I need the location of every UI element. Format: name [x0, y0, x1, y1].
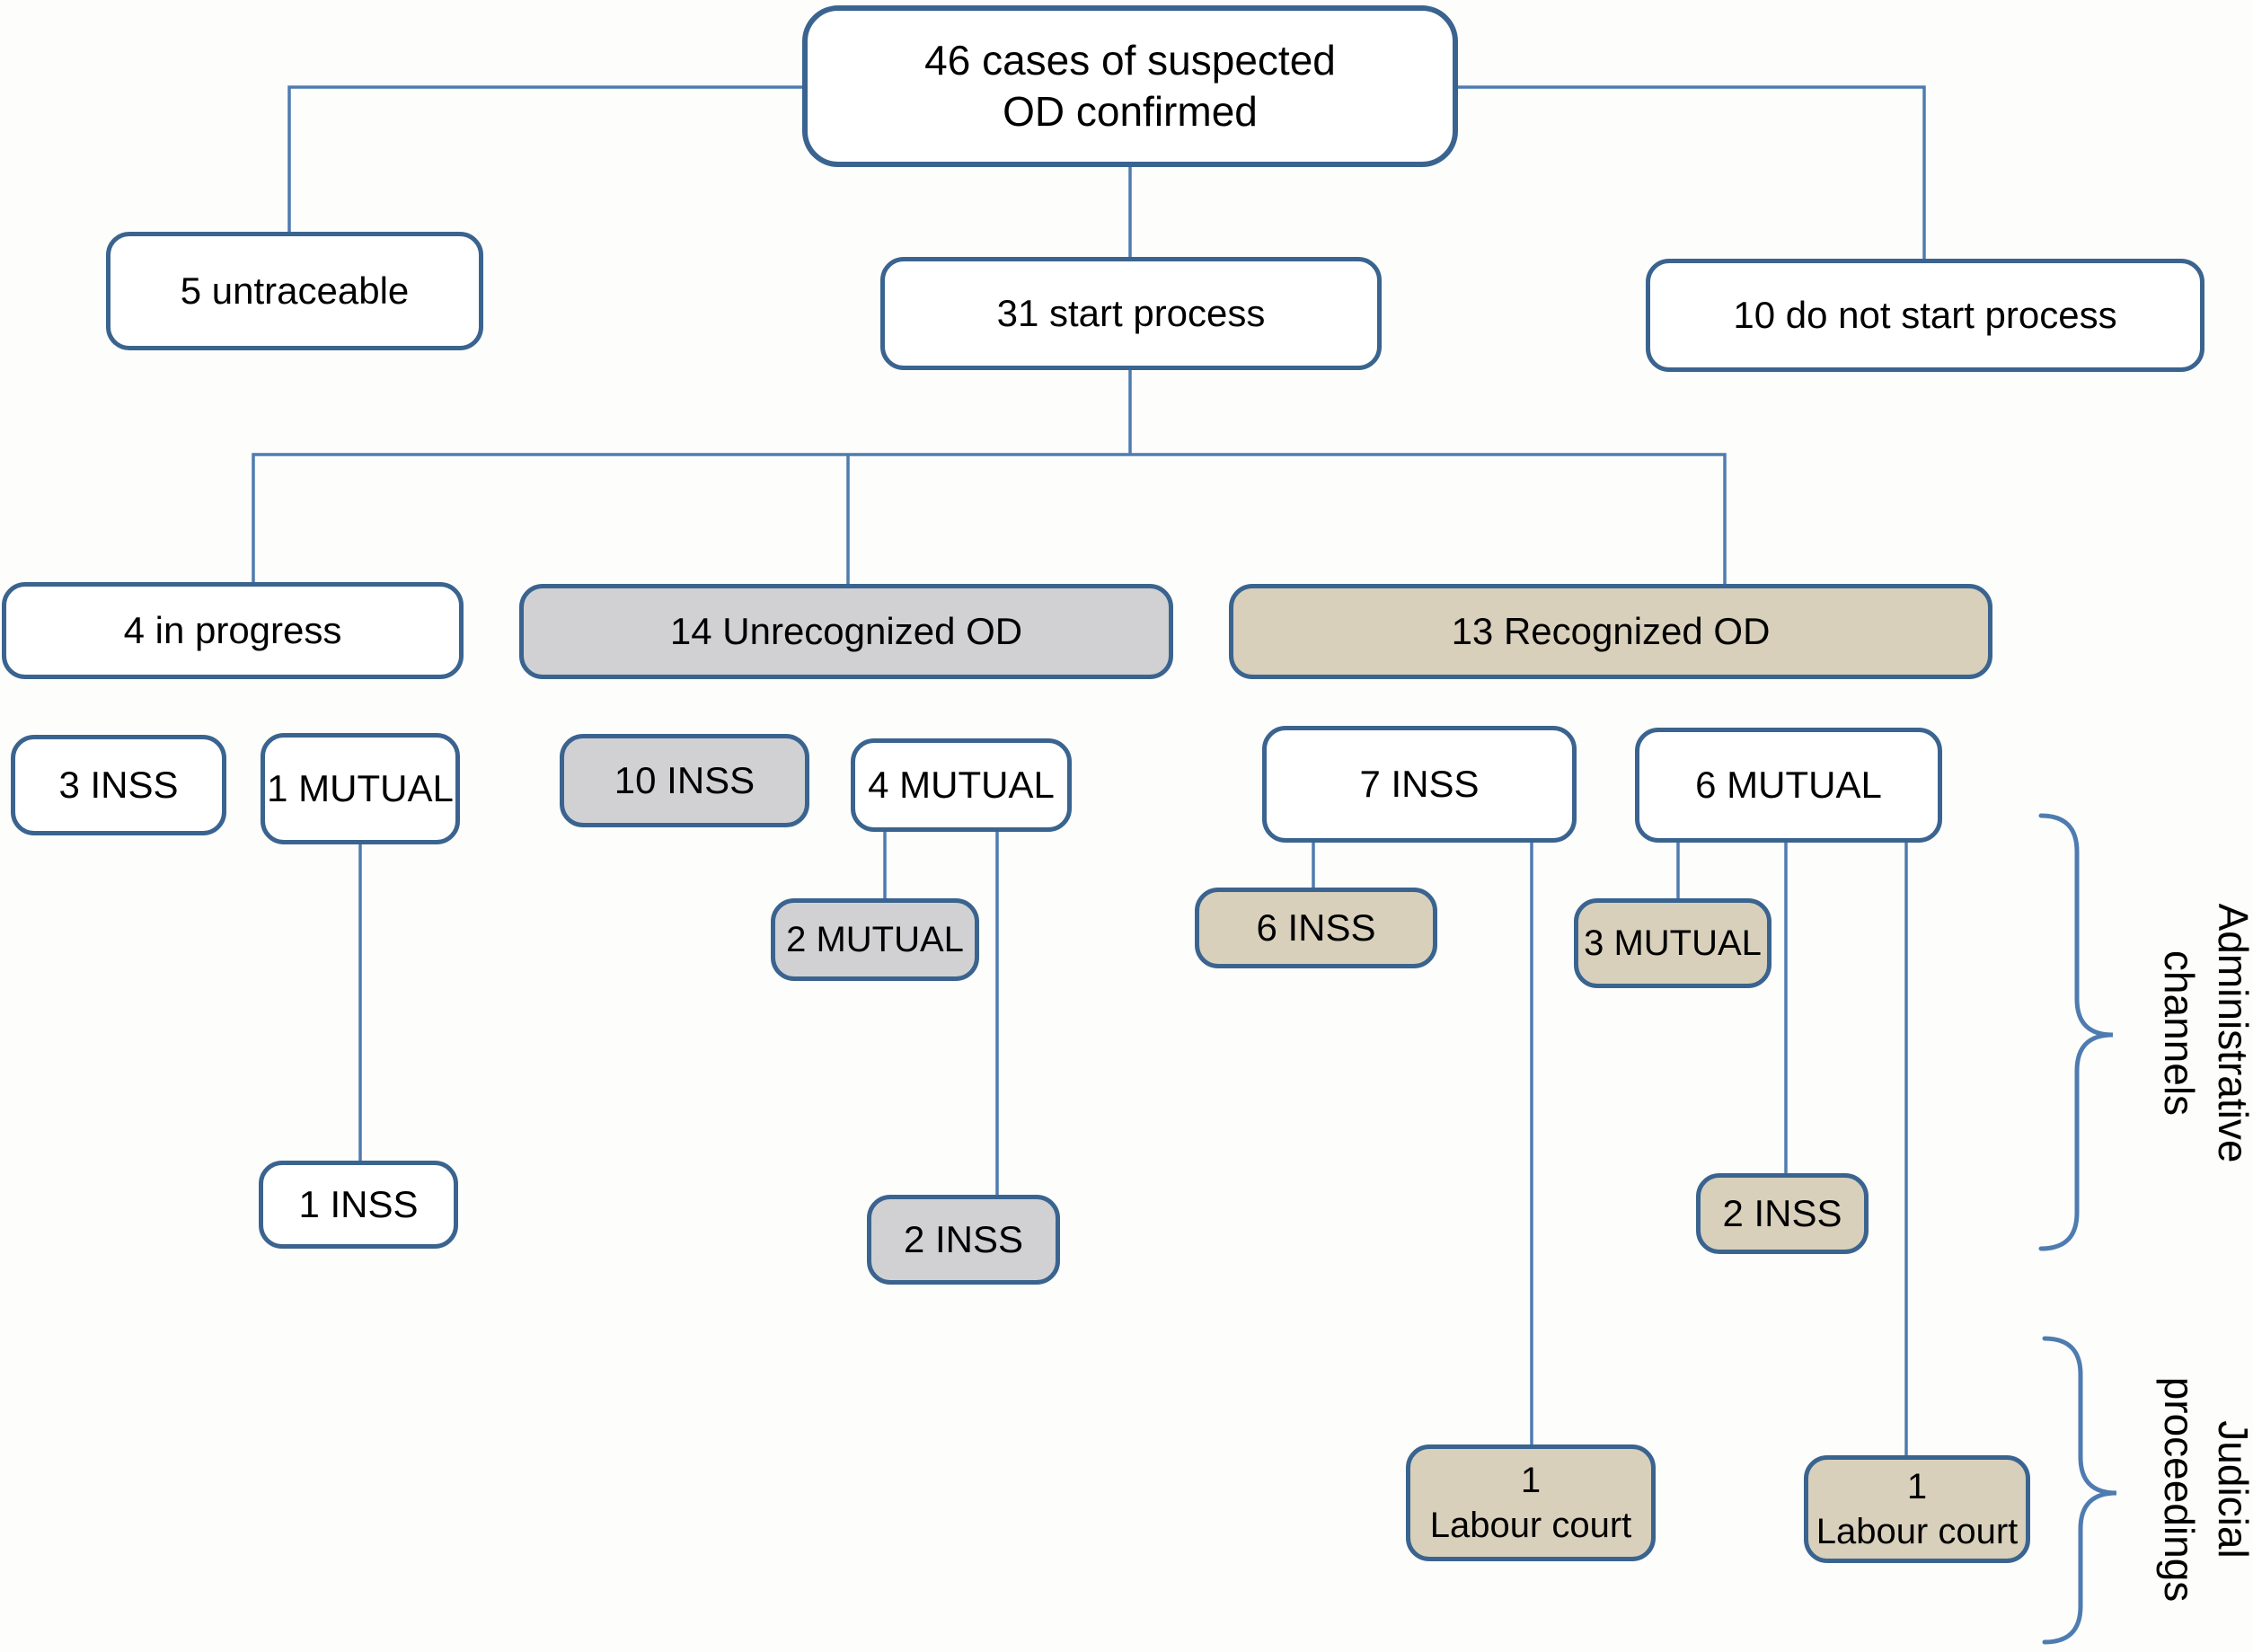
node-2-inss-recognized: 2 INSS: [1696, 1173, 1869, 1254]
node-2-inss-unrecognized: 2 INSS: [867, 1195, 1060, 1285]
node-3-inss: 3 INSS: [11, 735, 226, 835]
label-administrative-channels: Administrative channels: [2156, 903, 2253, 1163]
node-4-mutual: 4 MUTUAL: [851, 738, 1072, 832]
connector-bus: [252, 453, 1727, 584]
node-5-untraceable: 5 untraceable: [106, 232, 483, 350]
brace-judicial: [2042, 1336, 2117, 1645]
label-judicial-proceedings: Judicial proceedings: [2156, 1376, 2253, 1603]
node-3-mutual: 3 MUTUAL: [1574, 898, 1771, 988]
node-10-do-not-start-process: 10 do not start process: [1646, 259, 2204, 372]
node-4-in-progress: 4 in progress: [2, 582, 464, 679]
braces: [2038, 813, 2117, 1645]
node-6-mutual: 6 MUTUAL: [1635, 728, 1942, 843]
node-10-inss: 10 INSS: [560, 734, 809, 827]
node-7-inss: 7 INSS: [1262, 726, 1577, 843]
node-2-mutual: 2 MUTUAL: [771, 898, 979, 981]
node-13-recognized-od: 13 Recognized OD: [1229, 584, 1992, 679]
node-14-unrecognized-od: 14 Unrecognized OD: [519, 584, 1173, 679]
node-1-labour-court-inss: 1 Labour court: [1406, 1444, 1656, 1561]
node-1-mutual: 1 MUTUAL: [261, 733, 460, 844]
tree-connectors: [252, 85, 1926, 1455]
node-46-cases-root: 46 cases of suspected OD confirmed: [802, 5, 1458, 167]
connector-root-untraceable: [287, 85, 804, 232]
connector-root-no-start: [1458, 85, 1926, 259]
node-31-start-process: 31 start process: [880, 257, 1382, 370]
node-1-labour-court-mutual: 1 Labour court: [1804, 1455, 2030, 1563]
node-1-inss: 1 INSS: [259, 1161, 458, 1249]
brace-administrative: [2038, 813, 2114, 1251]
node-6-inss: 6 INSS: [1195, 888, 1437, 968]
